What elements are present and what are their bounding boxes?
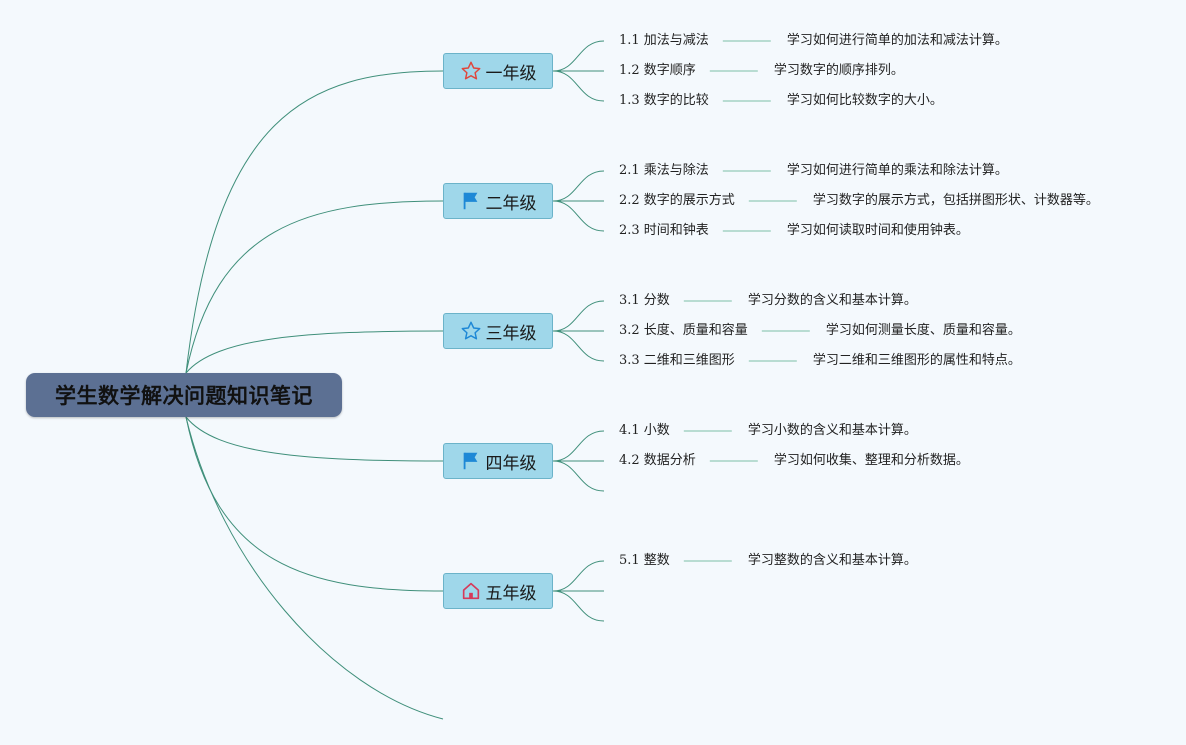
topic-description[interactable]: 学习如何收集、整理和分析数据。 [773,453,969,468]
grade-label: 三年级 [485,323,537,344]
topic-label[interactable]: 2.3 时间和钟表 [619,223,709,238]
topic-label[interactable]: 1.1 加法与减法 [619,33,709,48]
grade-to-topic-link [552,460,605,492]
grade-node[interactable]: 四年级 [443,443,553,479]
topic-description[interactable]: 学习如何进行简单的乘法和除法计算。 [786,163,1008,178]
topic-label[interactable]: 5.1 整数 [619,553,670,568]
grade-to-topic-link [552,430,605,462]
star-outline-icon [460,60,482,82]
topic-label[interactable]: 3.3 二维和三维图形 [619,353,735,368]
grade-to-topic-link [552,330,605,362]
root-title: 学生数学解决问题知识笔记 [55,384,313,408]
topic-description[interactable]: 学习如何测量长度、质量和容量。 [825,323,1021,338]
flag-icon [460,450,482,472]
topic-description[interactable]: 学习二维和三维图形的属性和特点。 [812,353,1021,368]
topic-description[interactable]: 学习如何比较数字的大小。 [786,93,943,108]
grade-node[interactable]: 五年级 [443,573,553,609]
topic-label[interactable]: 3.1 分数 [619,293,670,308]
topic-description[interactable]: 学习数字的顺序排列。 [773,63,904,78]
grade-label: 一年级 [485,63,537,84]
grade-label: 四年级 [485,453,537,474]
grade-label: 二年级 [485,193,537,214]
root-to-grade-link [185,416,444,462]
topic-label[interactable]: 2.2 数字的展示方式 [619,193,735,208]
root-trailing-link [185,416,444,720]
star-outline-icon [460,320,482,342]
topic-description[interactable]: 学习小数的含义和基本计算。 [747,423,917,438]
topic-label[interactable]: 1.3 数字的比较 [619,93,709,108]
topic-label[interactable]: 2.1 乘法与除法 [619,163,709,178]
grade-to-topic-link [552,70,605,102]
root-to-grade-link [185,200,444,374]
root-to-grade-link [185,70,444,374]
grade-to-topic-link [552,300,605,332]
grade-label: 五年级 [485,583,537,604]
grade-node[interactable]: 一年级 [443,53,553,89]
topic-label[interactable]: 1.2 数字顺序 [619,63,696,78]
topic-description[interactable]: 学习如何进行简单的加法和减法计算。 [786,33,1008,48]
grade-node[interactable]: 三年级 [443,313,553,349]
grade-to-topic-link [552,590,605,622]
home-icon [460,580,482,602]
grade-to-topic-link [552,200,605,232]
topic-description[interactable]: 学习整数的含义和基本计算。 [747,553,917,568]
root-node[interactable]: 学生数学解决问题知识笔记 [26,373,342,417]
grade-to-topic-link [552,560,605,592]
topic-label[interactable]: 3.2 长度、质量和容量 [619,323,748,338]
topic-description[interactable]: 学习数字的展示方式，包括拼图形状、计数器等。 [812,193,1099,208]
flag-icon [460,190,482,212]
topic-label[interactable]: 4.2 数据分析 [619,453,696,468]
topic-label[interactable]: 4.1 小数 [619,423,670,438]
root-to-grade-link [185,330,444,374]
topic-description[interactable]: 学习如何读取时间和使用钟表。 [786,223,969,238]
grade-to-topic-link [552,170,605,202]
grade-to-topic-link [552,40,605,72]
grade-node[interactable]: 二年级 [443,183,553,219]
root-to-grade-link [185,416,444,592]
topic-description[interactable]: 学习分数的含义和基本计算。 [747,293,917,308]
